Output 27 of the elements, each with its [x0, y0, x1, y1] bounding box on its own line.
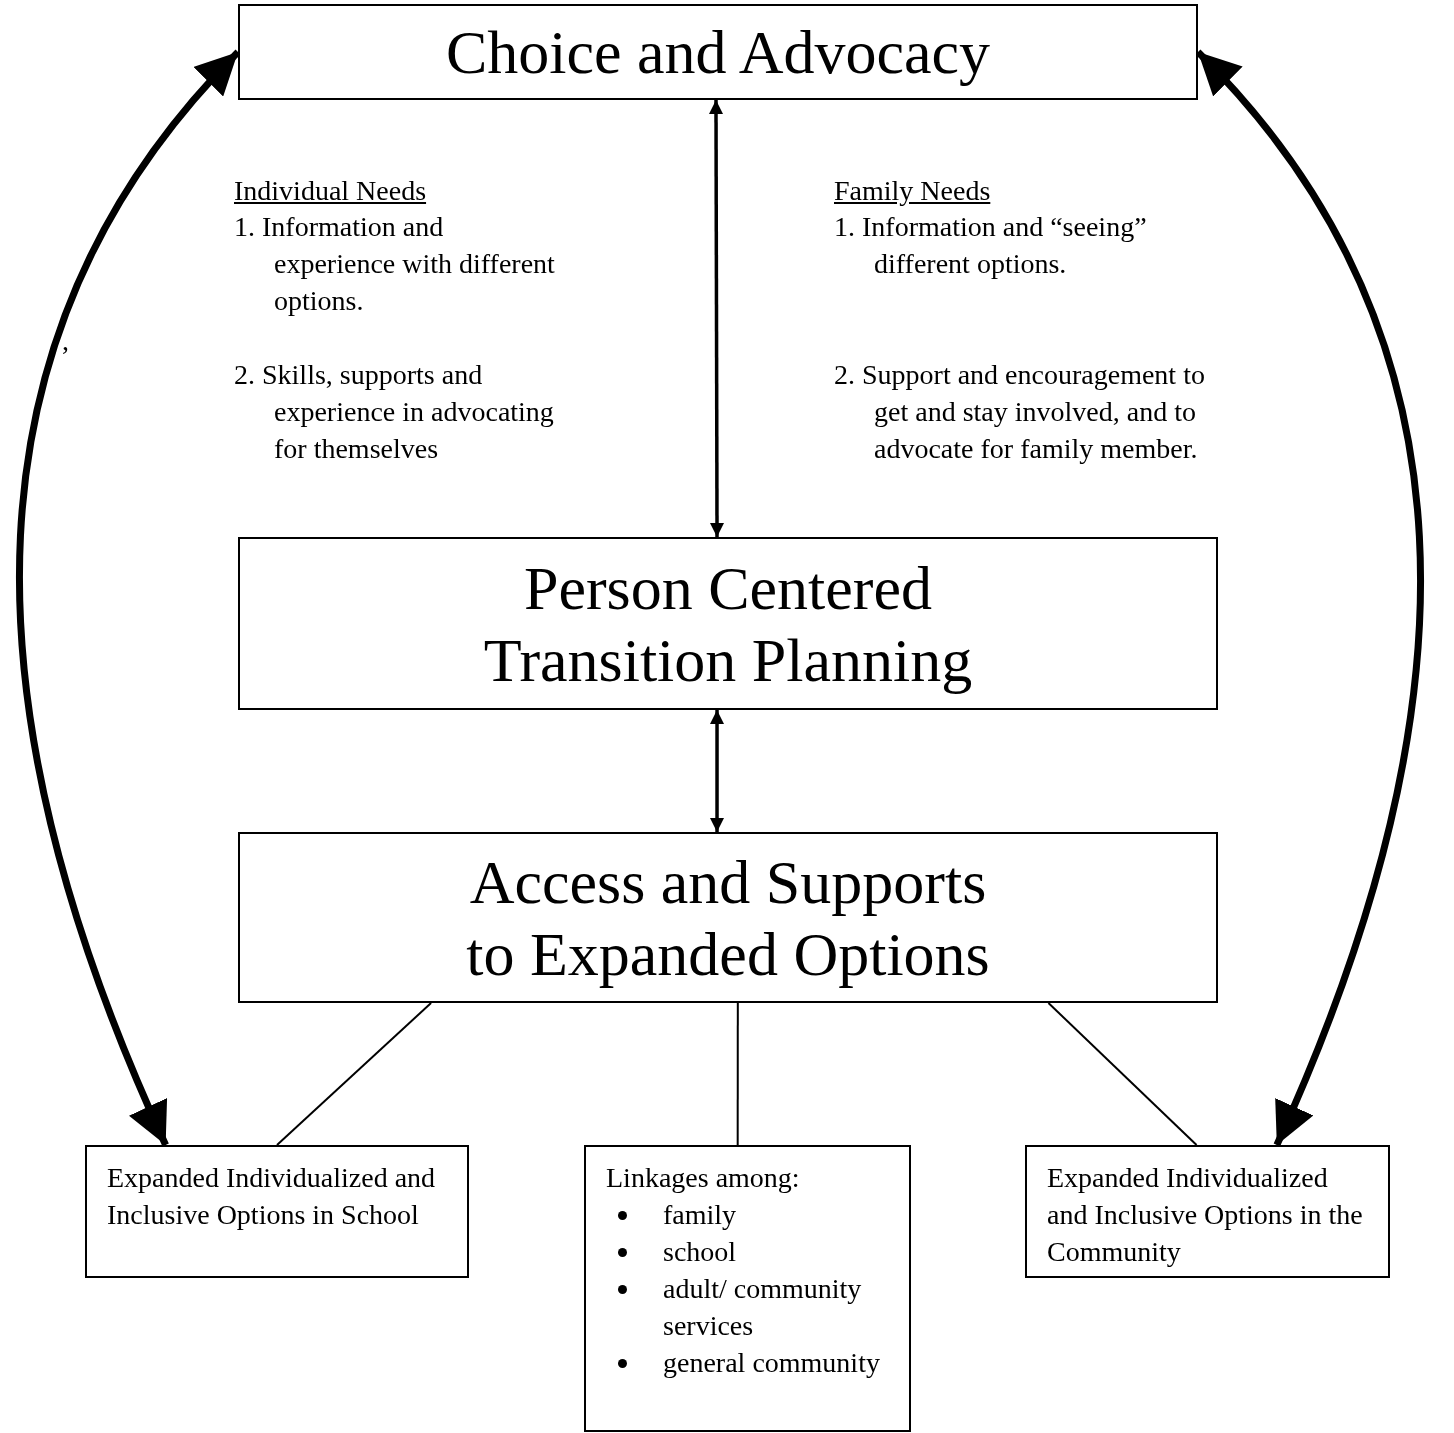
connector-line: [736, 1002, 739, 1146]
note-text: 2. Support and encouragement to get and stay involved, and to advocate for family member.: [834, 358, 1206, 466]
double-arrow: [710, 710, 724, 832]
list-item: general community: [663, 1346, 880, 1380]
box-title: Person Centered Transition Planning: [482, 552, 974, 696]
box-title: Access and Supports to Expanded Options: [465, 846, 991, 990]
box-text: Expanded Individualized and Inclusive Options in the Community: [1047, 1161, 1364, 1269]
box-text: Linkages among:: [606, 1161, 801, 1195]
section-heading: Family Needs: [834, 174, 992, 208]
title-box: [238, 832, 1218, 1003]
option-box: [584, 1145, 911, 1432]
double-arrow: [709, 100, 724, 537]
connector-line: [1047, 1002, 1198, 1146]
note-text: ,: [62, 324, 70, 358]
note-text: 2. Skills, supports and experience in advocating for themselves: [234, 358, 555, 466]
box-title: Choice and Advocacy: [445, 17, 990, 88]
section-heading: Individual Needs: [234, 174, 428, 208]
box-text: Expanded Individualized and Inclusive Options in School: [107, 1161, 437, 1232]
note-text: 1. Information and “seeing” different options.: [834, 210, 1148, 281]
list-item: school: [663, 1235, 737, 1269]
connector-line: [276, 1002, 433, 1146]
title-box: [238, 537, 1218, 710]
note-text: 1. Information and experience with different options.: [234, 210, 556, 318]
title-box: [238, 4, 1198, 100]
option-box: [85, 1145, 469, 1278]
list-item: family: [663, 1198, 737, 1232]
option-box: [1025, 1145, 1390, 1278]
